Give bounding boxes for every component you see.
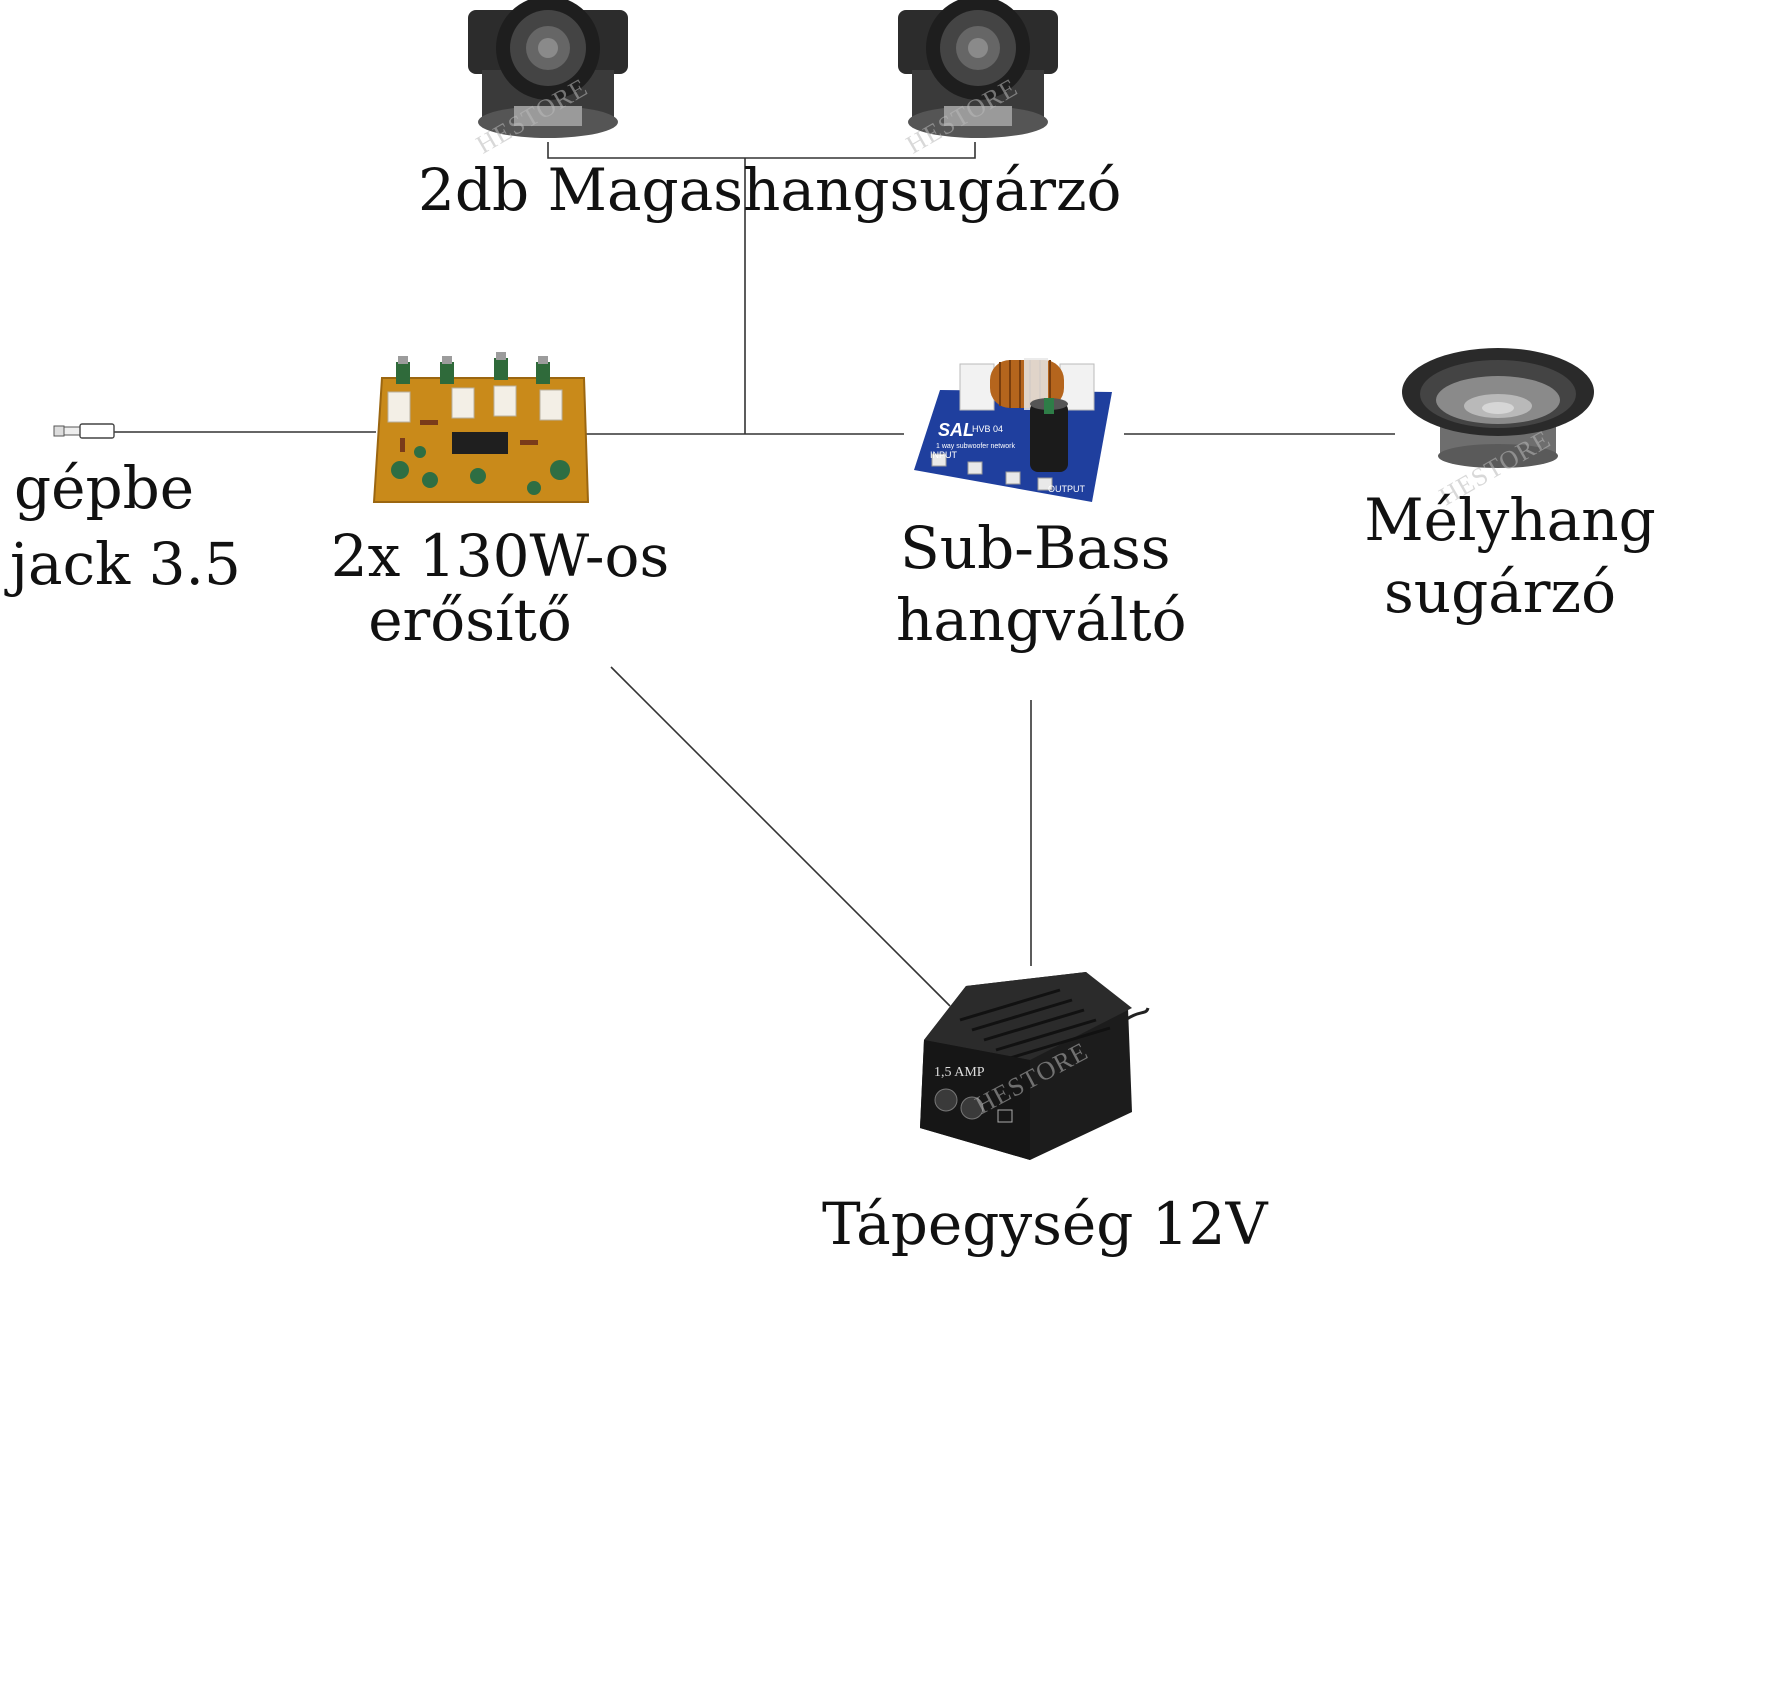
tweeter-picture-left: HESTORE bbox=[468, 0, 628, 159]
woofer-label-line2: sugárzó bbox=[1383, 558, 1617, 626]
power-supply-label: Tápegység 12V bbox=[822, 1190, 1268, 1258]
amplifier-label: 2x 130W-os erősítő bbox=[320, 520, 680, 670]
crossover-label-line2: hangváltó bbox=[896, 586, 1187, 654]
crossover-input-text: INPUT bbox=[930, 450, 958, 460]
crossover-subtitle-text: 1 way subwoofer network bbox=[936, 443, 1015, 450]
woofer-label-line1: Mélyhang bbox=[1364, 486, 1656, 554]
amplifier-board-picture bbox=[372, 352, 590, 503]
tweeter-link-line bbox=[547, 142, 976, 159]
amp-to-psu-line bbox=[610, 666, 951, 1007]
jack-label-line2: jack 3.5 bbox=[10, 530, 241, 598]
jack-label-line1: gépbe bbox=[14, 454, 195, 522]
crossover-output-text: OUTPUT bbox=[1048, 484, 1086, 494]
power-supply-picture: 1,5 AMP HESTORE bbox=[920, 972, 1150, 1160]
tweeters-label: 2db Magashangsugárzó bbox=[418, 156, 1122, 224]
connection-lines bbox=[112, 142, 1395, 1007]
crossover-board-picture: SAL HVB 04 1 way subwoofer network INPUT… bbox=[914, 358, 1112, 502]
psu-rating-text: 1,5 AMP bbox=[934, 1065, 985, 1080]
jack-label: gépbe jack 3.5 bbox=[10, 452, 270, 612]
woofer-picture: HESTORE bbox=[1402, 348, 1594, 511]
woofer-label: Mélyhang sugárzó bbox=[1350, 484, 1670, 634]
crossover-label: Sub-Bass hangváltó bbox=[896, 512, 1187, 662]
tweeter-picture-right: HESTORE bbox=[898, 0, 1058, 159]
crossover-model-text: HVB 04 bbox=[972, 424, 1003, 434]
crossover-label-line1: Sub-Bass bbox=[900, 514, 1171, 582]
amplifier-label-line1: 2x 130W-os bbox=[330, 522, 670, 590]
jack-plug-icon bbox=[53, 423, 115, 439]
crossover-brand-text: SAL bbox=[938, 420, 974, 440]
amplifier-label-line2: erősítő bbox=[368, 586, 572, 654]
